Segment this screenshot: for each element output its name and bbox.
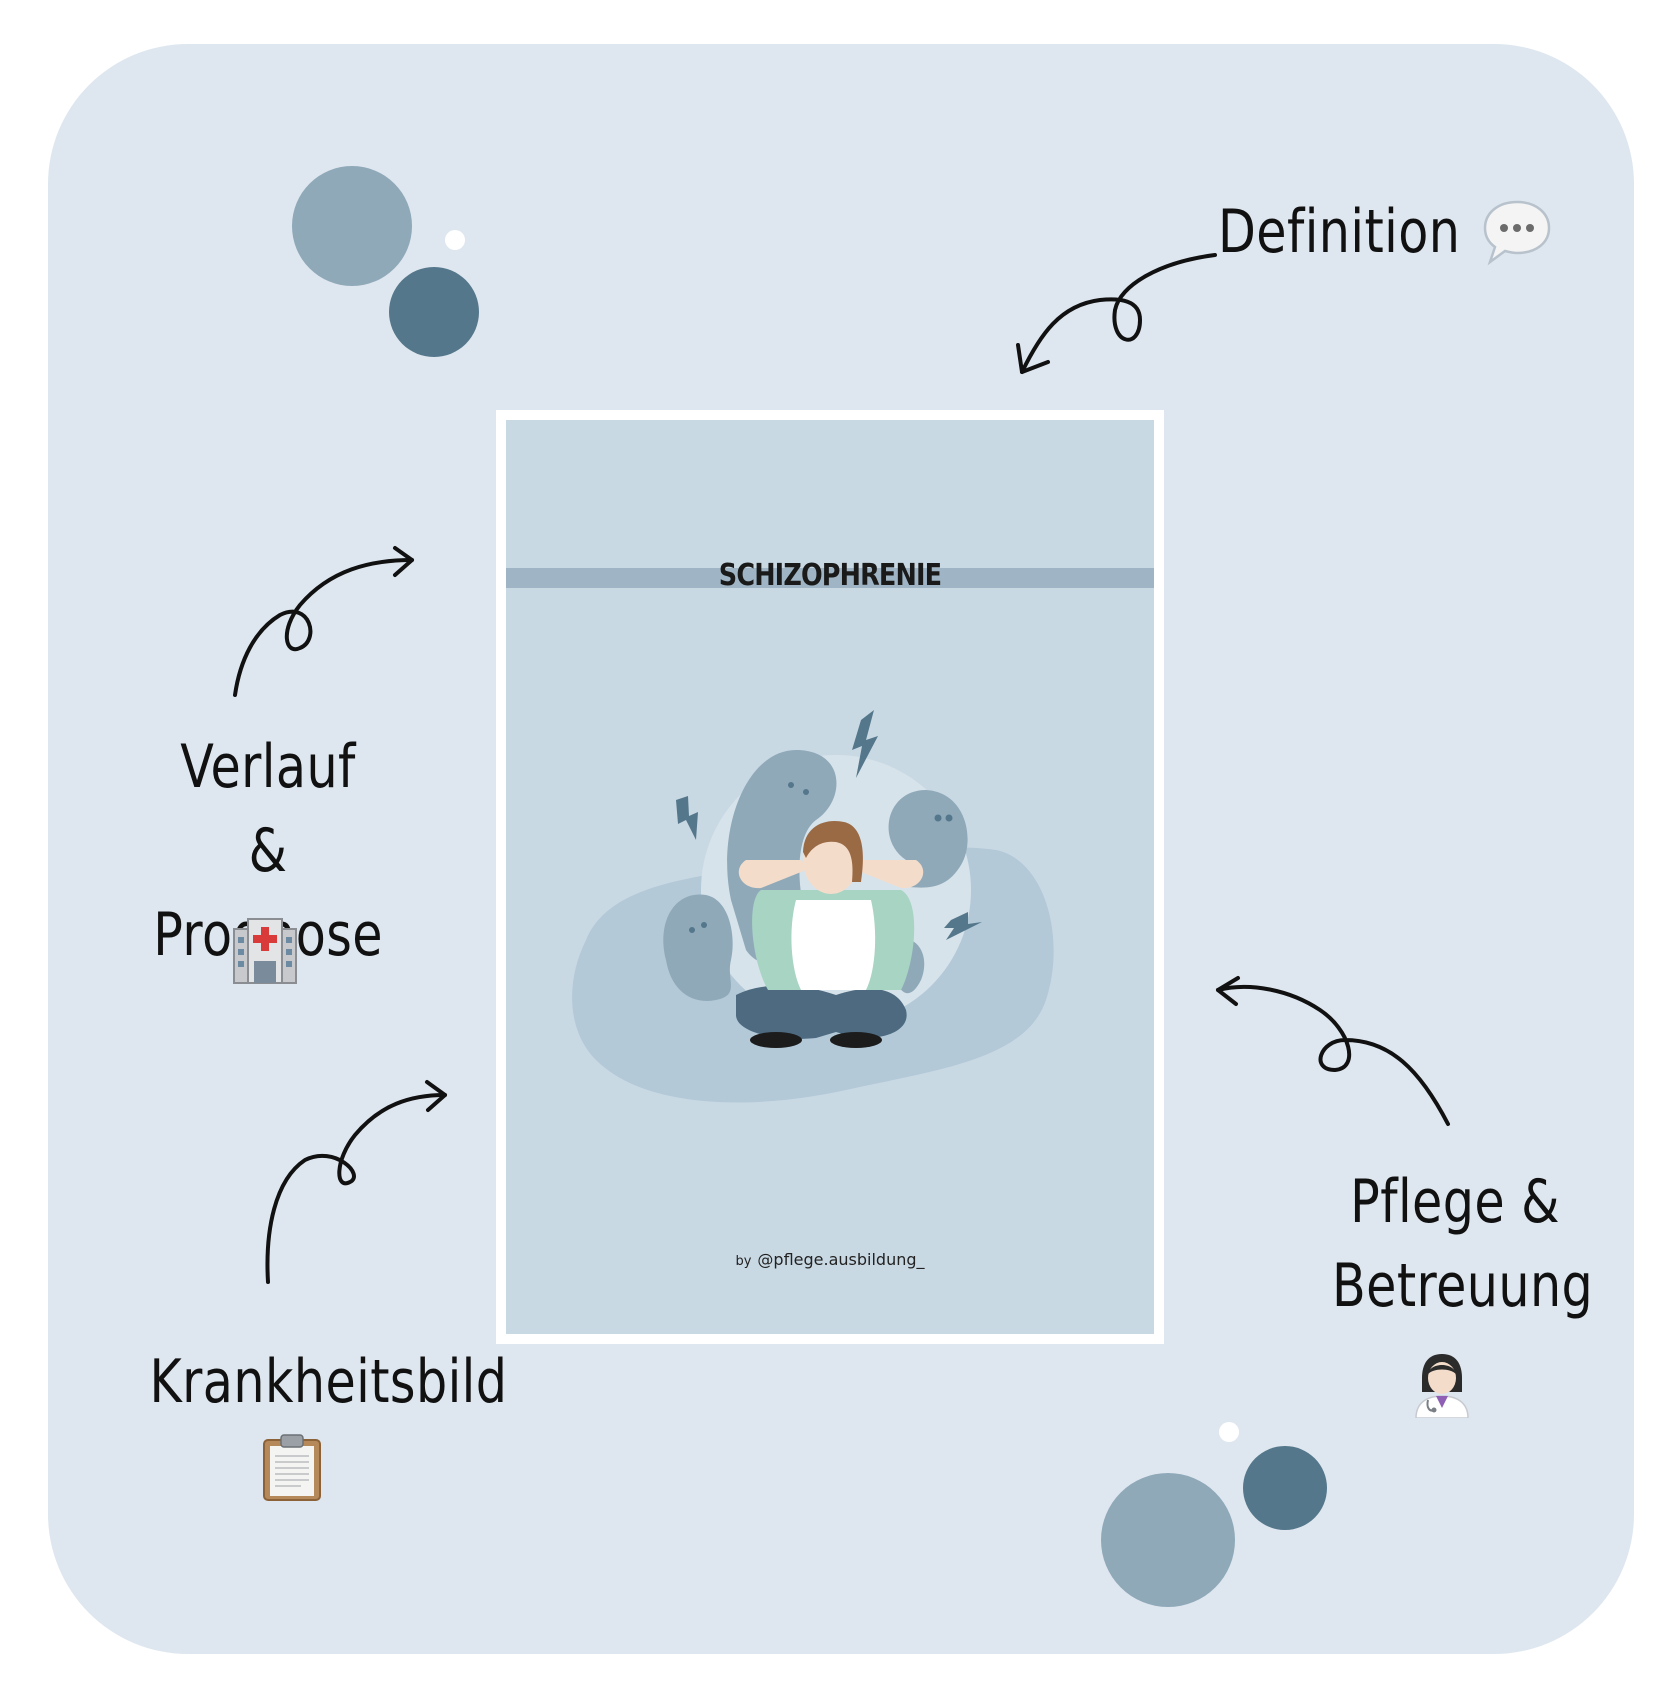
cover-credit: by @pflege.ausbildung_ — [506, 1250, 1154, 1269]
credit-by: by — [735, 1254, 752, 1269]
arrow-verlauf — [233, 558, 414, 697]
arrow-pflege — [1216, 984, 1450, 1126]
cover-title-band — [506, 568, 1154, 588]
deco-dot-bottom — [1219, 1422, 1239, 1442]
health-worker-icon — [1410, 1348, 1474, 1429]
arrow-definition-head — [1016, 343, 1050, 374]
clipboard-icon — [261, 1432, 323, 1513]
speech-bubble-icon — [1482, 198, 1552, 277]
deco-circle-large-top — [292, 166, 412, 286]
deco-dot-top — [445, 230, 465, 250]
label-pflege-betreuung: Pflege & Betreuung — [1332, 1160, 1594, 1328]
arrow-pflege-head — [1216, 976, 1240, 1006]
deco-circle-dark-bottom — [1243, 1446, 1327, 1530]
hospital-icon — [230, 915, 300, 996]
label-pflege-line1: Pflege & — [1350, 1167, 1560, 1237]
credit-handle: @pflege.ausbildung_ — [757, 1250, 925, 1269]
cover-illustration — [572, 710, 1054, 1103]
cover-title: SCHIZOPHRENIE — [718, 558, 942, 593]
arrow-definition — [1020, 253, 1217, 374]
book-cover: SCHIZOPHRENIE — [496, 410, 1164, 1344]
label-definition: Definition — [1218, 197, 1461, 267]
arrow-krankheitsbild-head — [425, 1080, 447, 1112]
deco-circle-dark-top — [389, 267, 479, 357]
arrow-verlauf-head — [393, 546, 414, 577]
label-krankheitsbild: Krankheitsbild — [149, 1347, 508, 1417]
label-pflege-line2: Betreuung — [1332, 1251, 1594, 1321]
cover-inner: SCHIZOPHRENIE — [506, 420, 1154, 1334]
arrow-krankheitsbild — [265, 1093, 447, 1284]
deco-circle-large-bottom — [1101, 1473, 1235, 1607]
label-verlauf-line1: Verlauf & — [180, 732, 356, 886]
